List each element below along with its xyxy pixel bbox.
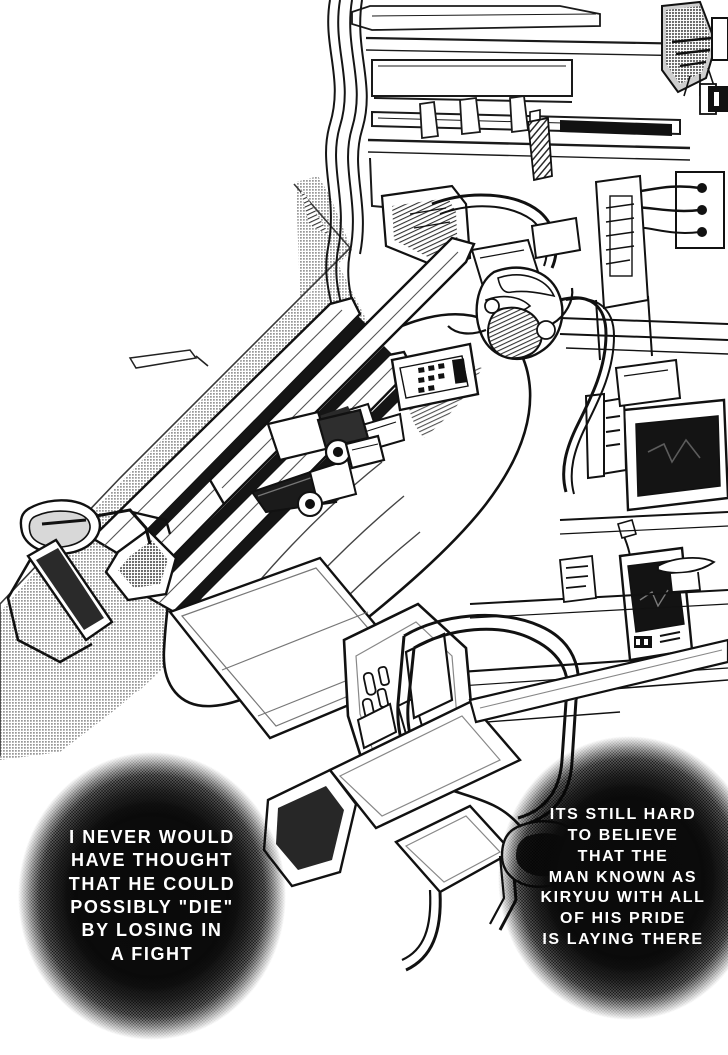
bed-foot-frame xyxy=(6,499,178,664)
ceiling-light-fixture xyxy=(661,0,728,115)
vitals-monitor xyxy=(622,398,728,512)
balloon-left-line-4: POSSIBLY "DIE" xyxy=(70,897,234,917)
balloon-right-line-3: THAT THE xyxy=(577,847,669,865)
balloon-left-line-3: THAT HE COULD xyxy=(68,873,236,894)
monitor-bracket xyxy=(584,392,628,480)
infusion-pump xyxy=(614,358,682,408)
wall-handle xyxy=(128,349,209,369)
wall-monitor xyxy=(594,174,650,310)
balloon-right-line-1: ITS STILL HARD xyxy=(549,806,697,824)
equipment-shelf xyxy=(559,295,728,361)
speech-balloon-left: I NEVER WOULD HAVE THOUGHT THAT HE COULD… xyxy=(18,752,286,1040)
speech-balloon-right: ITS STILL HARD TO BELIEVE THAT THE MAN K… xyxy=(498,736,728,1020)
hanging-tag xyxy=(527,109,553,182)
overhead-rails xyxy=(351,5,701,211)
tray-shelf xyxy=(657,557,716,593)
balloon-right-text: ITS STILL HARD TO BELIEVE THAT THE MAN K… xyxy=(534,805,711,951)
balloon-right-line-5: KIRYUU WITH ALL xyxy=(540,889,706,907)
balloon-left-line-2: HAVE THOUGHT xyxy=(71,850,233,871)
balloon-right-line-7: IS LAYING THERE xyxy=(542,930,704,948)
balloon-right-fill xyxy=(498,736,728,1020)
balloon-left-line-5: BY LOSING IN xyxy=(81,920,223,941)
bed-actuator xyxy=(266,408,386,470)
wall-bracket xyxy=(559,554,597,604)
bed-control-panel xyxy=(390,342,480,412)
balloon-left-line-1: I NEVER WOULD xyxy=(69,826,235,847)
patient-head xyxy=(447,266,574,361)
balloon-left-line-6: A FIGHT xyxy=(110,943,194,964)
bed-legs xyxy=(262,700,522,972)
bed-long-bar xyxy=(468,638,728,724)
balloon-left-fill xyxy=(18,752,286,1040)
balloon-right-line-4: MAN KNOWN AS xyxy=(548,868,698,886)
balloon-right-line-6: OF HIS PRIDE xyxy=(560,910,686,928)
balloon-left-text: I NEVER WOULD HAVE THOUGHT THAT HE COULD… xyxy=(63,826,241,966)
balloon-right-line-2: TO BELIEVE xyxy=(567,827,679,844)
